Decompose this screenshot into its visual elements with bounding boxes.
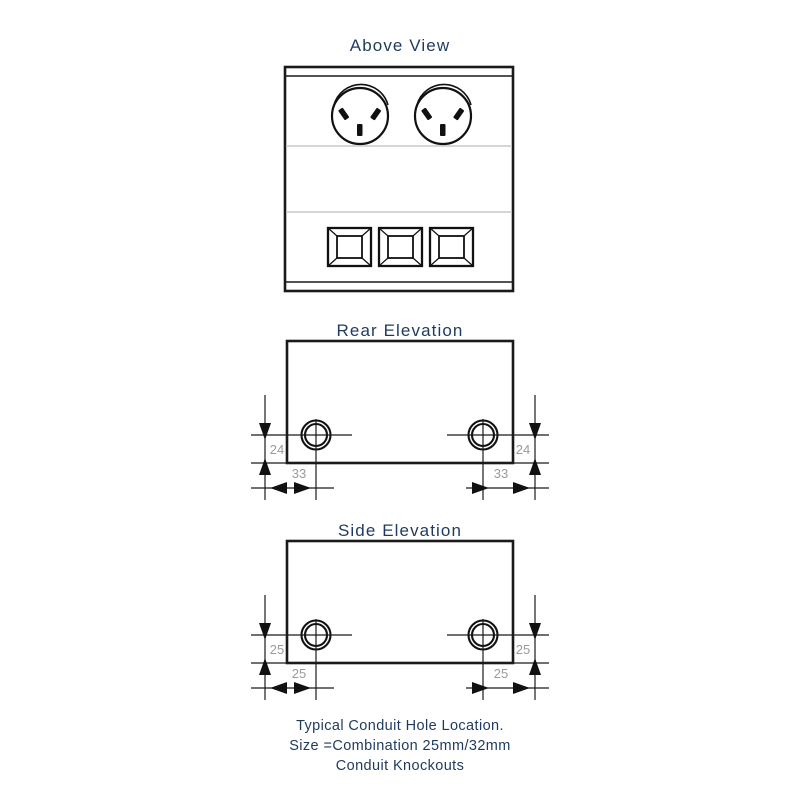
side-dimension-right-horizontal-label: 25 (494, 666, 508, 681)
side-dimension-left-vertical-label: 25 (270, 642, 284, 657)
power-socket-right-face (413, 86, 473, 146)
data-port-3[interactable] (428, 226, 475, 268)
data-port-2[interactable] (377, 226, 424, 268)
side-dimension-right-vertical: 25 (516, 623, 541, 675)
side-dimension-left-horizontal-label: 25 (292, 666, 306, 681)
power-socket-left-earth-pin (357, 124, 363, 136)
data-port-1[interactable] (326, 226, 373, 268)
above-view-body-outline (283, 65, 515, 293)
rear-elevation-group: 24 33 24 33 (251, 339, 549, 500)
drawing-caption: Typical Conduit Hole Location. Size =Com… (289, 718, 511, 774)
power-socket-left[interactable] (330, 83, 390, 146)
side-elevation-group: 25 25 25 25 (251, 539, 549, 700)
rear-dimension-right-vertical: 24 (516, 423, 541, 475)
rear-dimension-left-vertical-label: 24 (270, 442, 284, 457)
rear-dimension-left-vertical: 24 (259, 423, 284, 475)
side-elevation-title: Side Elevation (338, 521, 462, 540)
rear-dimension-right-horizontal-label: 33 (494, 466, 508, 481)
rear-dimension-left-horizontal-label: 33 (292, 466, 306, 481)
side-dimension-left-horizontal: 25 (251, 666, 334, 694)
power-socket-left-neutral-pin (370, 107, 382, 121)
power-socket-left-face (330, 86, 390, 146)
power-socket-right-earth-pin (440, 124, 446, 136)
caption-line-1: Typical Conduit Hole Location. (296, 718, 504, 734)
power-socket-left-active-pin (338, 107, 350, 121)
side-elevation-body-outline (285, 539, 515, 665)
caption-line-2: Size =Combination 25mm/32mm (289, 738, 511, 754)
above-view-title: Above View (350, 36, 450, 55)
rear-dimension-right-horizontal: 33 (466, 466, 549, 494)
power-socket-right-neutral-pin (453, 107, 465, 121)
power-socket-right-active-pin (421, 107, 433, 121)
power-socket-right[interactable] (413, 83, 473, 146)
above-view-group (283, 65, 515, 293)
rear-dimension-left-horizontal: 33 (251, 466, 334, 494)
power-socket-right-rim (416, 83, 472, 106)
side-dimension-right-horizontal: 25 (466, 666, 549, 694)
rear-elevation-body-outline (285, 339, 515, 465)
rear-elevation-title: Rear Elevation (337, 321, 464, 340)
rear-dimension-right-vertical-label: 24 (516, 442, 530, 457)
power-socket-left-rim (333, 83, 389, 106)
side-dimension-right-vertical-label: 25 (516, 642, 530, 657)
caption-line-3: Conduit Knockouts (336, 758, 465, 774)
side-dimension-left-vertical: 25 (259, 623, 284, 675)
